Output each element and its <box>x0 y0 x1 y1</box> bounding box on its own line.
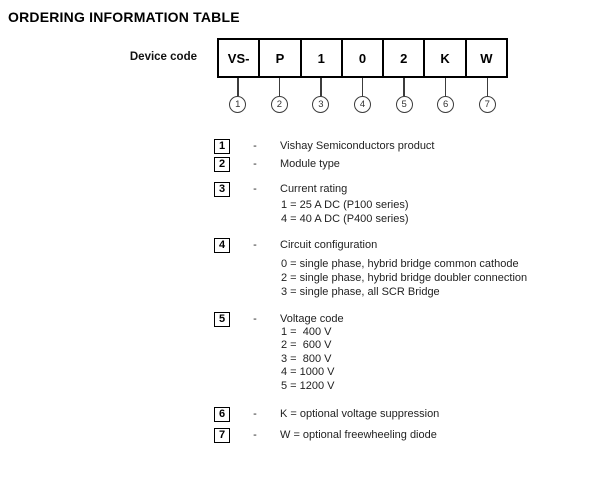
pointer-2: 2 <box>259 78 301 113</box>
pointer-line <box>403 78 405 96</box>
legend-label-3: Current rating <box>280 183 348 195</box>
legend-number-box-2: 2 <box>214 156 230 172</box>
legend-label-6: K = optional voltage suppression <box>280 408 440 420</box>
legend-label-7: W = optional freewheeling diode <box>280 429 437 441</box>
option-line: 0 = single phase, hybrid bridge common c… <box>281 258 519 270</box>
legend-number-box-1: 1 <box>214 138 230 154</box>
pointer-4: 4 <box>342 78 384 113</box>
legend-number-box-4: 4 <box>214 237 230 253</box>
pointer-line <box>278 78 281 96</box>
dash-separator: - <box>253 429 257 441</box>
device-code-pointers: 1 2 3 4 5 6 7 <box>217 78 508 113</box>
legend-label-2: Module type <box>280 158 340 170</box>
option-line: 1 = 25 A DC (P100 series) <box>281 199 409 211</box>
legend-item-2: 2 - Module type <box>214 156 340 172</box>
device-code-cell-5: 2 <box>384 40 426 76</box>
pointer-6: 6 <box>425 78 467 113</box>
dash-separator: - <box>253 140 257 152</box>
legend-label-1: Vishay Semiconductors product <box>280 140 435 152</box>
device-code-cell-7: W <box>480 50 493 66</box>
page-title: ORDERING INFORMATION TABLE <box>8 9 240 25</box>
dash-separator: - <box>253 313 257 325</box>
dash-separator: - <box>253 158 257 170</box>
legend-number-box-6: 6 <box>214 406 230 422</box>
device-code-cell-6: K <box>425 40 467 76</box>
pointer-line <box>237 78 239 96</box>
position-circle-5: 5 <box>395 96 413 113</box>
option-line: 4 = 1000 V <box>281 366 335 379</box>
legend-item-1: 1 - Vishay Semiconductors product <box>214 138 435 154</box>
position-circle-2: 2 <box>270 96 288 113</box>
dash-separator: - <box>253 183 257 195</box>
pointer-line <box>320 78 322 96</box>
device-code-cell-2: P <box>260 40 302 76</box>
legend-item-3: 3 - Current rating <box>214 181 347 197</box>
legend-number-box-3: 3 <box>214 181 230 197</box>
device-code-cell-3: 1 <box>302 40 343 76</box>
legend-item-5: 5 - Voltage code <box>214 311 344 327</box>
legend-label-4: Circuit configuration <box>280 239 378 251</box>
option-line: 1 = 400 V <box>281 326 332 338</box>
position-circle-6: 6 <box>437 96 455 113</box>
device-code-cell-4: 0 <box>343 40 385 76</box>
pointer-5: 5 <box>383 78 425 113</box>
option-line: 3 = single phase, all SCR Bridge <box>281 286 440 298</box>
pointer-7: 7 <box>466 78 508 113</box>
position-circle-3: 3 <box>312 96 330 113</box>
option-line: 5 = 1200 V <box>281 379 335 392</box>
dash-separator: - <box>253 239 257 251</box>
legend-item-4: 4 - Circuit configuration <box>214 237 377 253</box>
device-code-table: VS- P 1 0 2 K W <box>217 38 508 78</box>
legend-item-5-options: 1 = 400 V 2 = 600 V 3 = 800 V 4 = 1000 V… <box>281 326 335 393</box>
pointer-line <box>444 78 447 96</box>
legend-label-5: Voltage code <box>280 313 344 325</box>
pointer-3: 3 <box>300 78 342 113</box>
pointer-line <box>361 78 364 96</box>
position-circle-7: 7 <box>478 96 496 113</box>
legend-number-box-7: 7 <box>214 427 230 443</box>
pointer-line <box>486 78 488 96</box>
option-line: 3 = 800 V <box>281 352 332 365</box>
legend-item-7: 7 - W = optional freewheeling diode <box>214 427 437 443</box>
legend-number-box-5: 5 <box>214 311 230 327</box>
dash-separator: - <box>253 408 257 420</box>
position-circle-4: 4 <box>354 96 372 113</box>
option-line: 2 = 600 V <box>281 339 332 352</box>
position-circle-1: 1 <box>229 96 247 113</box>
legend-item-6: 6 - K = optional voltage suppression <box>214 406 439 422</box>
option-line: 4 = 40 A DC (P400 series) <box>281 212 409 225</box>
device-code-cell-1: VS- <box>219 40 261 76</box>
pointer-1: 1 <box>217 78 259 113</box>
legend-item-4-options: 0 = single phase, hybrid bridge common c… <box>281 257 527 299</box>
legend-item-3-options: 1 = 25 A DC (P100 series) 4 = 40 A DC (P… <box>281 199 408 226</box>
device-code-label: Device code <box>129 51 197 63</box>
option-line: 2 = single phase, hybrid bridge doubler … <box>281 272 528 284</box>
